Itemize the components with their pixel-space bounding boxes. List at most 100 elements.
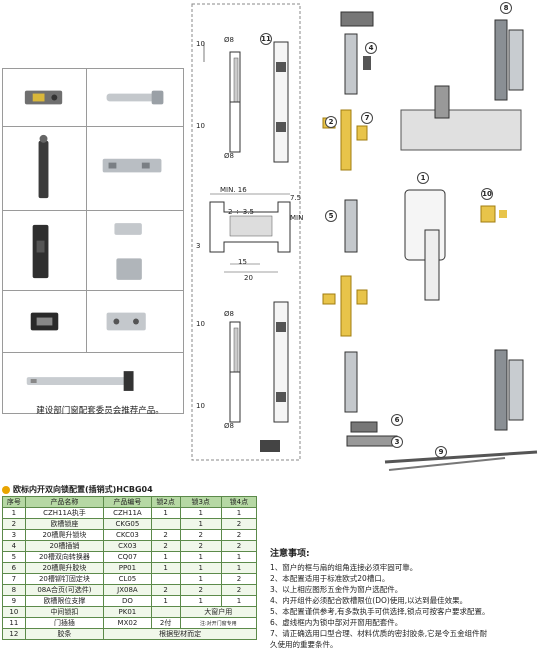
cell: 9 (2, 595, 26, 607)
dim-6: 7.5 (290, 194, 302, 202)
part-label-9: 9 (435, 446, 447, 458)
note-item: 4、内开组件必须配合欧槽限位(DO)使用,以达到最佳效果。 (270, 596, 468, 605)
cell: 2 (150, 540, 181, 552)
cell: 1 (2, 507, 26, 519)
drawing-svg (191, 3, 301, 461)
cell: 2 (150, 529, 181, 541)
header-index: 序号 (2, 496, 26, 508)
part-label-6: 6 (391, 414, 403, 426)
notes-section: 注意事项: 1、窗户的框与扇的组角连接必须牢固可靠。 2、本配置适用于标准欧式2… (270, 546, 538, 650)
note-item: 5、本配置谨供参考,有多款执手可供选择,锁点可按客户要求配置。 (270, 607, 490, 616)
cell: 11 (2, 617, 26, 629)
cell: 6 (2, 562, 26, 574)
part-label-1: 1 (417, 172, 429, 184)
parts-svg (322, 11, 538, 471)
cell: MX02 (103, 617, 152, 629)
cell: CQ07 (103, 551, 152, 563)
cell (150, 518, 181, 530)
cell: 1 (220, 551, 258, 563)
cell: 3 (2, 529, 26, 541)
cell: 2 (220, 584, 258, 596)
header-product-name: 产品名称 (24, 496, 105, 508)
part-label-11: 11 (260, 33, 272, 45)
photo-pin (87, 69, 183, 126)
cell (150, 606, 181, 618)
cell: 20槽爬升锁块 (24, 529, 105, 541)
cell: 2 (179, 529, 222, 541)
table-title-text: 欧标内开双向锁配置(插销式)HCBG04 (13, 485, 153, 494)
cell: DO (103, 595, 152, 607)
cell: JX08A (103, 584, 152, 596)
note-item: 2、本配置适用于标准欧式20槽口。 (270, 574, 390, 583)
cell: 8 (2, 584, 26, 596)
cell: 2 (179, 540, 222, 552)
photo-black-block (3, 291, 87, 352)
part-label-10: 10 (481, 188, 493, 200)
cell: 欧槽锁座 (24, 518, 105, 530)
photo-bolt-rod (3, 127, 87, 210)
cell: 胶条 (24, 628, 105, 640)
cell: CKC03 (103, 529, 152, 541)
note-item: 3、以上相应图形五金件为窗户选配件。 (270, 585, 403, 594)
cell: CZH11A (103, 507, 152, 519)
cell: CL05 (103, 573, 152, 585)
photo-row-4 (3, 291, 183, 353)
dim-10: 15 (238, 258, 247, 266)
dim-12: 10 (196, 320, 205, 328)
cell: 1 (179, 551, 222, 563)
dim-7: MIN (290, 214, 304, 222)
cell: PP01 (103, 562, 152, 574)
part-label-7: 7 (361, 112, 373, 124)
cell: 欧槽限位支撑 (24, 595, 105, 607)
dim-3: Ø8 (224, 152, 234, 160)
photo-caption: 建设部门窗配套委员会推荐产品。 (36, 406, 164, 416)
part-label-5: 5 (325, 210, 337, 222)
cell: 5 (2, 551, 26, 563)
cell: 1 (179, 518, 222, 530)
cell: CZH11A执手 (24, 507, 105, 519)
cell: 2 (220, 518, 258, 530)
cell: 1 (150, 562, 181, 574)
dim-8: 3 (196, 242, 201, 250)
notes-title: 注意事项: (270, 549, 310, 559)
dim-1: 10 (196, 40, 205, 48)
cell: 2 (150, 584, 181, 596)
dim-15: 10 (196, 402, 205, 410)
cell: 1 (220, 562, 258, 574)
header-product-code: 产品编号 (103, 496, 152, 508)
note-item: 6、虚线框内为锁中部对开窗用配套件。 (270, 618, 403, 627)
cell: 根据型材而定 (103, 628, 257, 640)
note-item: 久使用的重要条件。 (270, 640, 338, 649)
dim-5: MIN. 16 (220, 186, 247, 194)
cell: 20槽铆钉固定块 (24, 573, 105, 585)
dim-14: Ø8 (224, 422, 234, 430)
cell: 1 (179, 562, 222, 574)
cell: 2 (220, 540, 258, 552)
cell: 1 (179, 507, 222, 519)
cell (150, 573, 181, 585)
note-item: 1、窗户的框与扇的组角连接必须牢固可靠。 (270, 563, 418, 572)
dim-11: 20 (244, 274, 253, 282)
cell: 2付 (150, 617, 181, 629)
table-header-row: 序号 产品名称 产品编号 锁2点 锁3点 锁4点 (2, 496, 258, 508)
header-lock-2pt: 锁2点 (150, 496, 181, 508)
cell: 10 (2, 606, 26, 618)
cell: 20槽爬升胶块 (24, 562, 105, 574)
photo-row-5 (3, 353, 183, 413)
part-label-8: 8 (500, 2, 512, 14)
cell: 1 (220, 507, 258, 519)
cell: CKG05 (103, 518, 152, 530)
cell: 门插插 (24, 617, 105, 629)
cell: 7 (2, 573, 26, 585)
header-lock-4pt: 锁4点 (220, 496, 258, 508)
cell: 注:对开门窗专用 (179, 617, 258, 629)
technical-drawing: 10 Ø8 Ø8 10 MIN. 16 7.5 MIN 3 2 ÷ 3.5 15… (190, 2, 304, 462)
